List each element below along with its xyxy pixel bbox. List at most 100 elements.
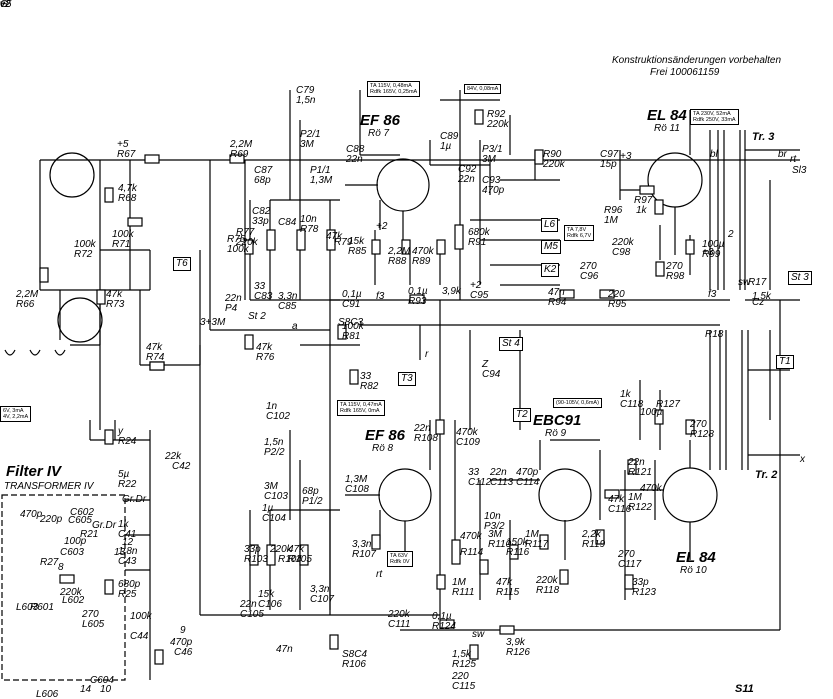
component-label: P1/2 (302, 496, 323, 507)
component-label: 12 (122, 537, 134, 548)
component-label: St 2 (248, 311, 266, 322)
tag-st3: St 3 (788, 271, 812, 285)
component-label: 150k (506, 537, 528, 548)
component-label: 3M (482, 154, 496, 165)
component-label: R85 (348, 246, 367, 257)
filter-subtitle: TRANSFORMER IV (4, 481, 94, 492)
component-label: R68 (118, 193, 137, 204)
component-label: 100k (227, 244, 249, 255)
component-label: 470p (516, 467, 539, 478)
component-label: C605 (68, 515, 92, 526)
component-label: 15p (600, 159, 617, 170)
component-label: 1,3M (310, 175, 333, 186)
component-label: 1M (604, 215, 618, 226)
component-label: 68p (302, 486, 319, 497)
component-label: R124 (432, 621, 456, 632)
component-label: 220k (270, 544, 292, 555)
component-label: 3+3M (200, 317, 226, 328)
component-label: C82 (252, 206, 271, 217)
component-label: 33 (360, 371, 372, 382)
component-label: r (425, 349, 429, 360)
component-label: 3,3n (278, 291, 298, 302)
component-label: R123 (632, 587, 656, 598)
component-label: 220k (612, 237, 634, 248)
component-label: R121 (628, 467, 652, 478)
component-label: R114 (460, 547, 484, 558)
component-label: 100µ (702, 239, 725, 250)
component-label: 33 (468, 467, 480, 478)
component-label: 220k (543, 159, 565, 170)
component-label: P3/1 (482, 144, 503, 155)
document-number: Frei 100061159 (650, 67, 720, 78)
component-label: R94 (548, 297, 567, 308)
component-label: 22n (414, 423, 431, 434)
tag-t2: T2 (513, 408, 531, 422)
component-label: S8C3 (338, 317, 364, 328)
component-label: R21 (80, 529, 99, 540)
component-label: 1n (266, 401, 278, 412)
voltage-box-ef86-screen: 84V, 0,08mA (464, 84, 502, 94)
component-label: C79 (296, 85, 315, 96)
component-label: 22n (458, 174, 475, 185)
component-label: C107 (310, 594, 334, 605)
component-label: R17 (748, 277, 767, 288)
component-label: C85 (278, 301, 297, 312)
component-label: 2,2M (388, 246, 411, 257)
component-label: R89 (412, 256, 431, 267)
page-code: S11 (735, 683, 754, 695)
component-label: 680k (468, 227, 490, 238)
component-label: R126 (506, 647, 530, 658)
component-label: 0,1µ (342, 289, 362, 300)
component-label: 1,5n (296, 95, 316, 106)
component-label: C118 (620, 399, 644, 410)
component-label: 1µ (262, 503, 274, 514)
component-label: 10n (484, 511, 501, 522)
component-label: v2 (0, 0, 11, 10)
component-label: C97 (600, 149, 619, 160)
component-label: C96 (580, 271, 599, 282)
component-label: 15k (258, 589, 275, 600)
component-label: 1,8n (118, 546, 138, 557)
component-label: C43 (118, 556, 137, 567)
component-label: 470k (456, 427, 478, 438)
component-label: L606 (36, 689, 59, 699)
component-label: 3M (264, 481, 278, 492)
component-label: 100k (112, 229, 134, 240)
component-label: C114 (516, 477, 540, 488)
component-label: 100p (64, 536, 87, 547)
component-label: 22n (628, 457, 645, 468)
component-label: C112 (468, 477, 492, 488)
component-label: a (292, 321, 298, 332)
component-label: 33 (254, 281, 266, 292)
component-label: Cz (752, 297, 765, 308)
tube-el84-bottom-ref: Rö 10 (680, 565, 707, 576)
component-label: R97 (634, 195, 653, 206)
component-label: 33p (632, 577, 649, 588)
component-label: 2,2k (582, 529, 601, 540)
component-label: S8C4 (342, 649, 368, 660)
component-label: C602 (70, 507, 94, 518)
component-label: R78 (300, 224, 319, 235)
component-label: R122 (628, 502, 652, 513)
component-label: 3,3n (352, 539, 372, 550)
component-label: 47k (146, 342, 163, 353)
component-label: C46 (174, 647, 193, 658)
component-label: C89 (440, 131, 459, 142)
component-label: f3 (376, 291, 385, 302)
component-label: R96 (604, 205, 623, 216)
component-label: 1M (525, 529, 539, 540)
component-label: 3,3n (310, 584, 330, 595)
component-label: R18 (705, 329, 724, 340)
component-label: 5µ (118, 469, 130, 480)
component-label: R90 (543, 149, 562, 160)
component-label: br (778, 149, 787, 160)
component-label: C98 (612, 247, 631, 258)
component-label: 1k (636, 205, 647, 216)
component-label: P3/2 (484, 521, 505, 532)
component-label: +3 (620, 151, 632, 162)
tube-ef86-bottom-ref: Rö 8 (372, 443, 394, 454)
component-label: 1,5n (264, 437, 284, 448)
component-label: R128 (690, 429, 714, 440)
component-label: 22n (490, 467, 507, 478)
